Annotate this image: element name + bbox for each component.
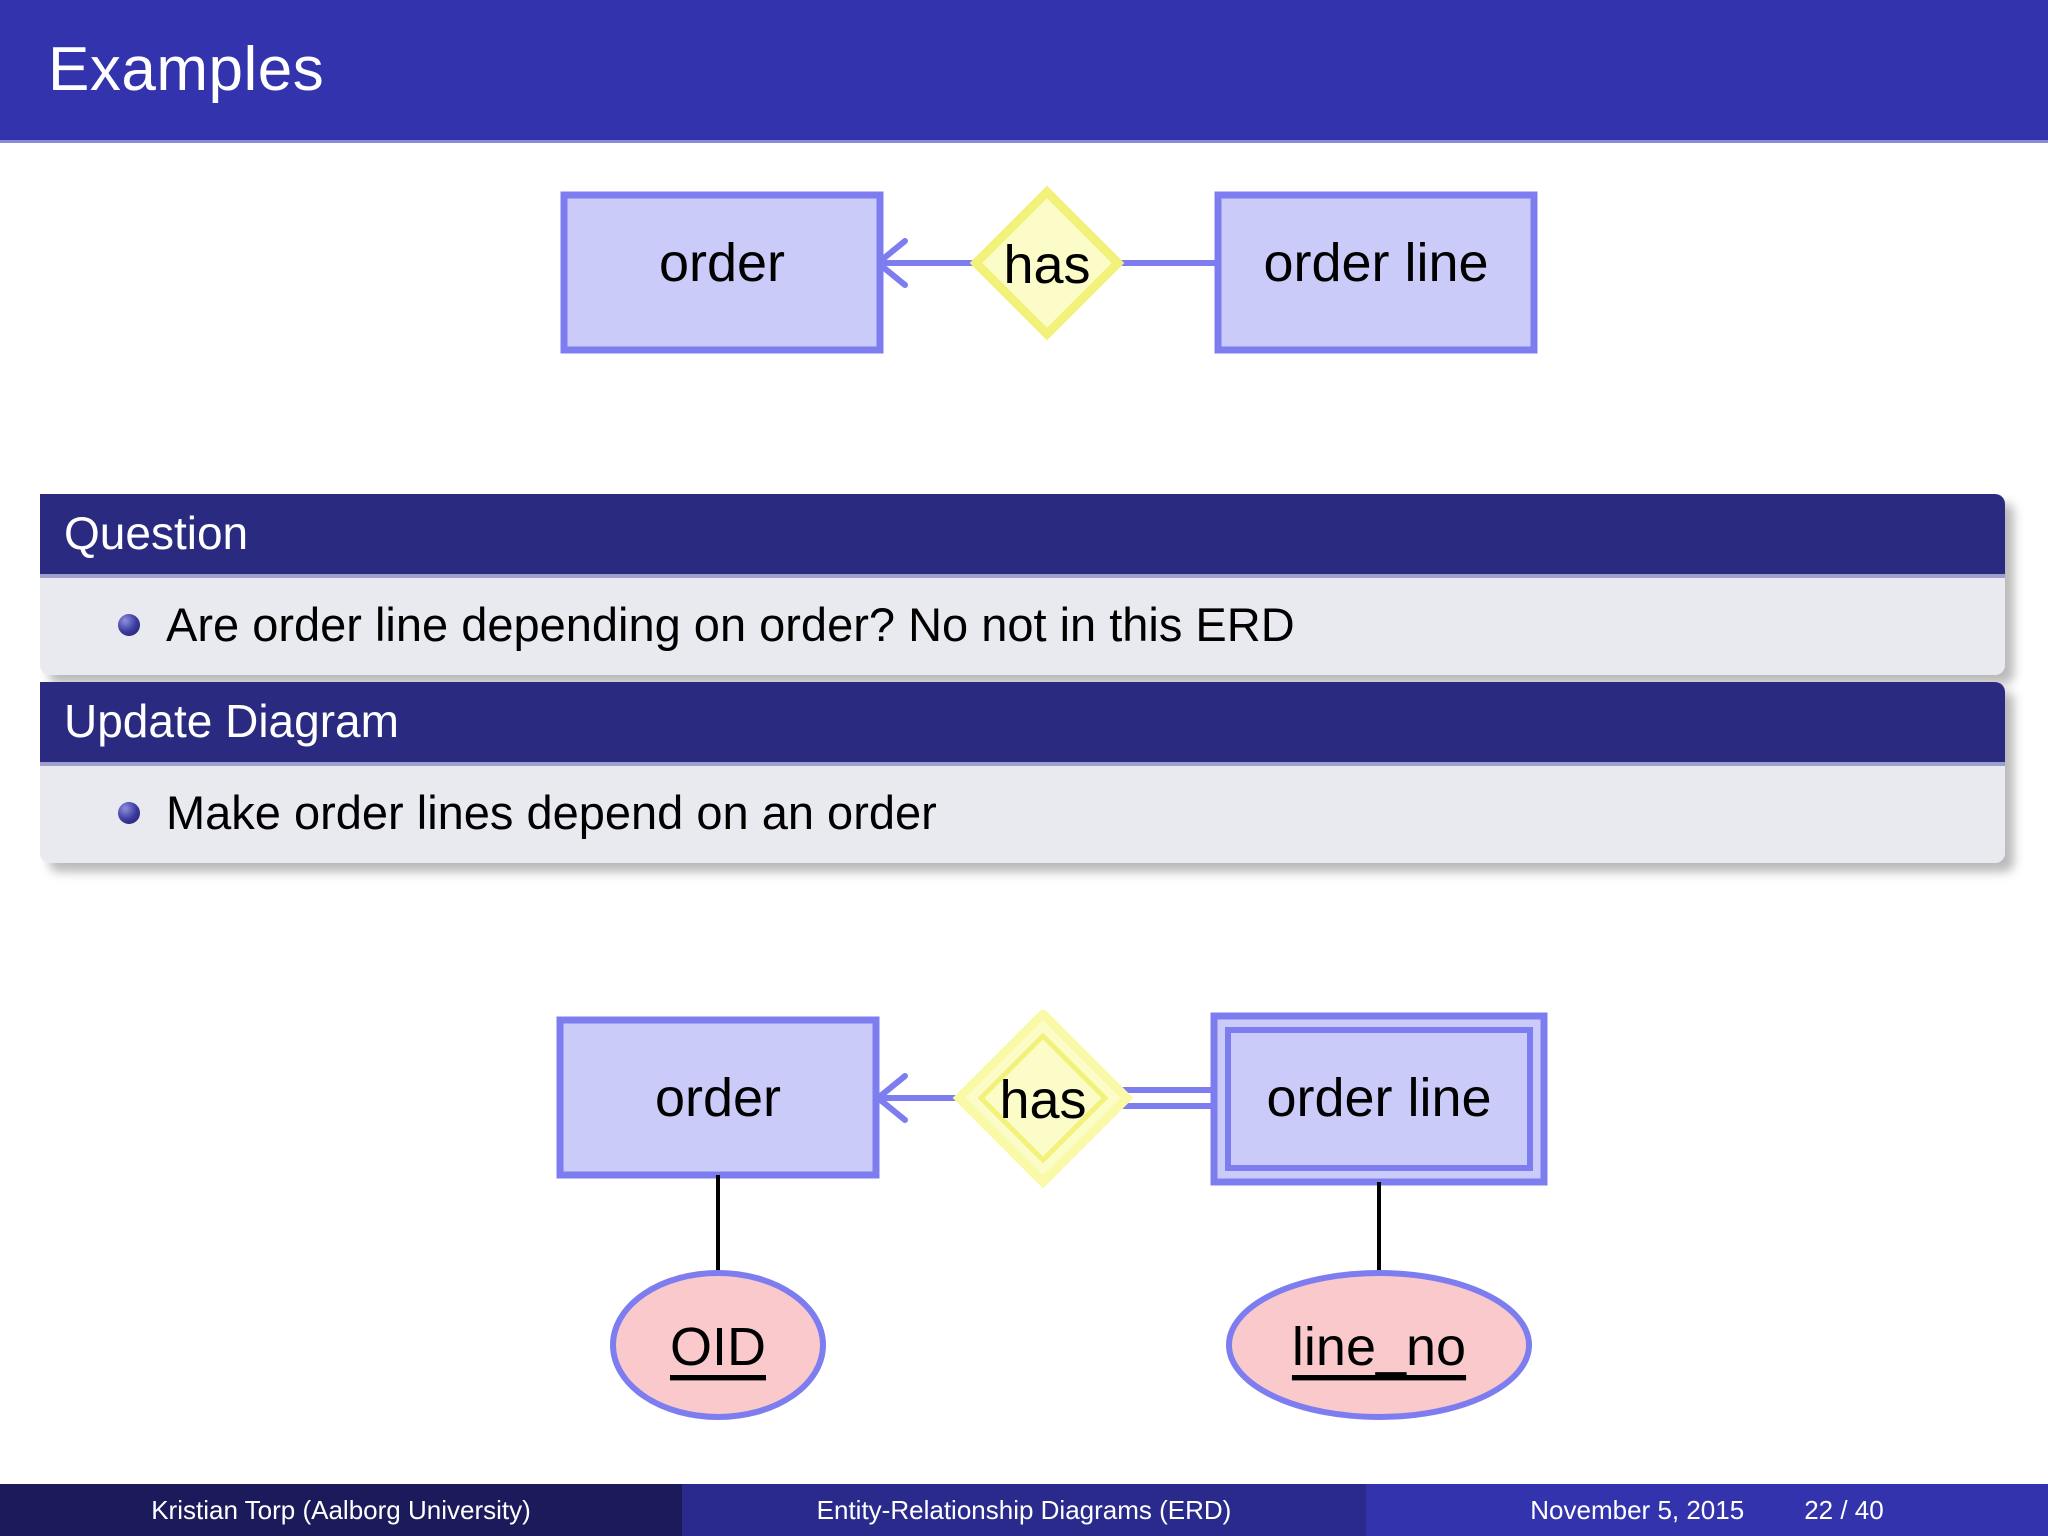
footer-author: Kristian Torp (Aalborg University) [0, 1484, 682, 1536]
entity-order: order [560, 191, 884, 354]
block-update-diagram-body: Make order lines depend on an order [40, 766, 2005, 864]
block-update-diagram-title: Update Diagram [40, 682, 2005, 766]
entity-order-line-label: order line [1263, 233, 1488, 293]
title-bar-underline [0, 140, 2048, 143]
relationship-has: has [969, 185, 1125, 341]
slide-title-bar: Examples [0, 0, 2048, 140]
er-diagram-bottom: order has order line OID line_no [0, 1007, 2048, 1430]
block-question-item-0: Are order line depending on order? No no… [166, 598, 1295, 651]
relationship-inner-diamond [977, 1032, 1109, 1164]
block-question: Question Are order line depending on ord… [40, 494, 2005, 676]
attribute-oid: OID [610, 1270, 826, 1420]
block-question-body: Are order line depending on order? No no… [40, 578, 2005, 676]
relationship-has-label: has [999, 1070, 1086, 1130]
weak-entity-inner-rect [1225, 1027, 1533, 1171]
attribute-oid-label: OID [670, 1317, 766, 1377]
attribute-line-no-label: line_no [1292, 1317, 1466, 1377]
block-question-title: Question [40, 494, 2005, 578]
bullet-icon [118, 613, 140, 636]
entity-order-label: order [655, 1068, 781, 1128]
footer-meta: November 5, 2015 22 / 40 [1366, 1484, 2048, 1536]
relationship-has-identifying: has [952, 1007, 1134, 1189]
entity-order-label: order [659, 233, 785, 293]
list-item: Are order line depending on order? No no… [40, 600, 2005, 649]
block-update-diagram: Update Diagram Make order lines depend o… [40, 682, 2005, 864]
entity-order-line-weak: order line [1210, 1012, 1548, 1186]
slide-footer: Kristian Torp (Aalborg University) Entit… [0, 1484, 2048, 1536]
block-update-diagram-item-0: Make order lines depend on an order [166, 786, 937, 839]
entity-order: order [556, 1016, 880, 1179]
footer-page-number: 22 / 40 [1804, 1494, 1884, 1525]
footer-date: November 5, 2015 [1530, 1494, 1745, 1525]
entity-order-line-label: order line [1266, 1068, 1491, 1128]
entity-order-line: order line [1214, 191, 1538, 354]
page-title: Examples [48, 35, 325, 104]
bullet-icon [118, 801, 140, 824]
footer-talk-title: Entity-Relationship Diagrams (ERD) [682, 1484, 1366, 1536]
er-diagram-top: order has order line [0, 175, 2048, 365]
relationship-has-label: has [1003, 235, 1090, 295]
list-item: Make order lines depend on an order [40, 788, 2005, 837]
attribute-line-no: line_no [1226, 1270, 1532, 1420]
